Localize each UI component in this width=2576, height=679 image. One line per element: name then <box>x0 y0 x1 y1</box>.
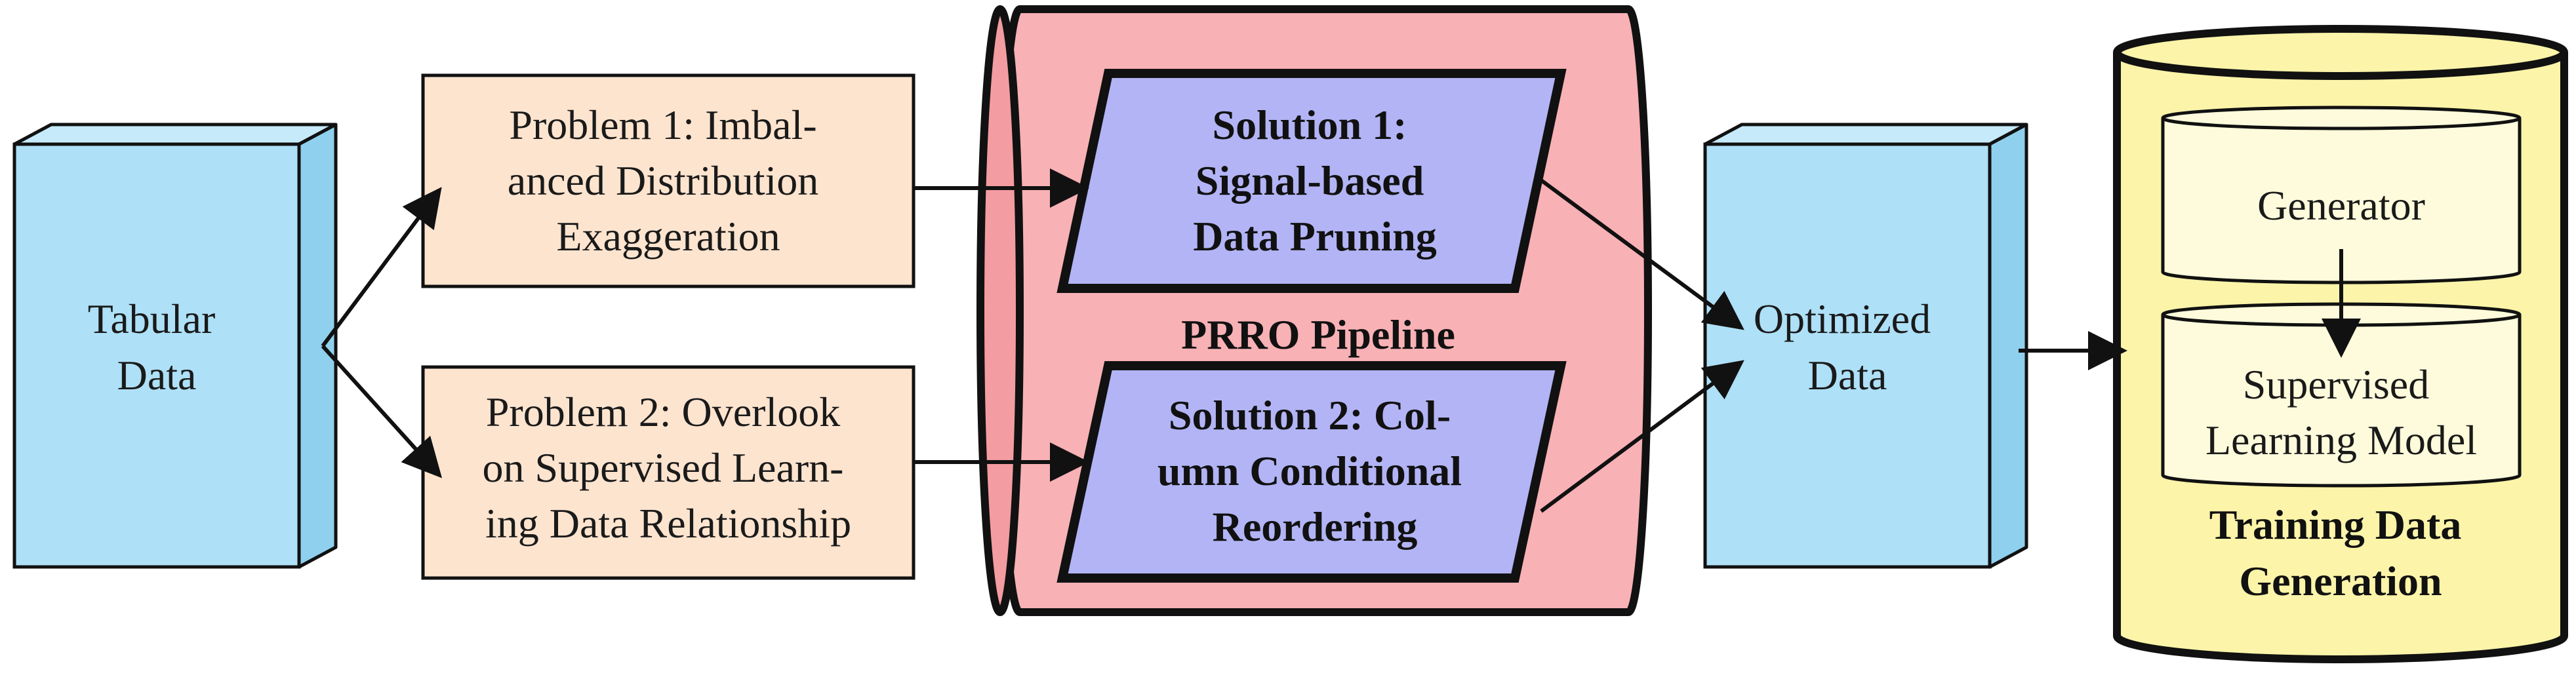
solution-2-label-line-3: Reordering <box>1213 503 1418 550</box>
supervised-model-label-line-2: Learning Model <box>2205 417 2477 463</box>
problem-2-node: Problem 2: Overlook on Supervised Learn-… <box>421 365 916 580</box>
arrow-tabular-to-problem-1 <box>321 187 442 347</box>
supervised-model-label-line-1: Supervised <box>2243 361 2429 408</box>
svg-text:Problem 2: Overlook on S: Problem 2: Overlook on Supervised Learn-… <box>483 389 855 547</box>
svg-text:Training Data Generation: Training Data Generation <box>2209 501 2472 604</box>
training-label-line-2: Generation <box>2239 558 2442 604</box>
svg-text:Problem 1: Imbal- anced: Problem 1: Imbal- anced Distribution Exa… <box>508 102 830 260</box>
svg-text:Solution 2: Col- umn Con: Solution 2: Col- umn Conditional Reorder… <box>1157 392 1472 550</box>
solution-2-label-line-2: umn Conditional <box>1157 448 1462 494</box>
solution-2-node: Solution 2: Col- umn Conditional Reorder… <box>1057 361 1567 583</box>
edges <box>321 168 2361 513</box>
problem-1-node: Problem 1: Imbal- anced Distribution Exa… <box>421 73 916 288</box>
problem-1-label-line-2: anced Distribution <box>508 157 819 204</box>
optimized-data-label-line-2: Data <box>1808 352 1887 398</box>
tabular-data-label-line-2: Data <box>117 352 197 398</box>
solution-1-node: Solution 1: Signal-based Data Pruning <box>1057 69 1567 293</box>
pipeline-label: PRRO Pipeline <box>1181 311 1455 358</box>
problem-2-label-line-2: on Supervised Learn- <box>483 444 844 491</box>
supervised-model-node: Supervised Learning Model <box>2161 302 2522 488</box>
arrow-solution-2-to-optimized <box>1540 360 1744 513</box>
tabular-data-label-line-1: Tabular <box>88 296 216 342</box>
svg-text:Supervised Learning Mode: Supervised Learning Model <box>2205 361 2477 463</box>
problem-1-label-line-1: Problem 1: Imbal- <box>509 102 816 148</box>
solution-2-label-line-1: Solution 2: Col- <box>1169 392 1451 438</box>
arrow-solution-1-to-optimized <box>1540 178 1744 330</box>
solution-1-label-line-1: Solution 1: <box>1213 102 1407 148</box>
svg-text:Solution 1: Signal-based: Solution 1: Signal-based Data Pruning <box>1193 102 1437 260</box>
optimized-data-label-line-1: Optimized <box>1754 296 1931 342</box>
training-label-line-1: Training Data <box>2209 501 2462 548</box>
problem-2-label-line-3: ing Data Relationship <box>485 500 851 547</box>
problem-1-label-line-3: Exaggeration <box>556 213 780 260</box>
generator-node: Generator <box>2161 106 2522 284</box>
solution-1-label-line-3: Data Pruning <box>1193 213 1437 260</box>
svg-text:Optimized Data: Optimized Data <box>1754 296 1941 398</box>
arrow-tabular-to-problem-2 <box>321 344 443 478</box>
tabular-data-node: Tabular Data <box>12 123 338 569</box>
svg-text:Tabular Data: Tabular Data <box>88 296 226 398</box>
optimized-data-node: Optimized Data <box>1703 123 2028 569</box>
solution-1-label-line-2: Signal-based <box>1196 157 1424 204</box>
problem-2-label-line-1: Problem 2: Overlook <box>486 389 840 435</box>
generator-label: Generator <box>2257 182 2425 229</box>
